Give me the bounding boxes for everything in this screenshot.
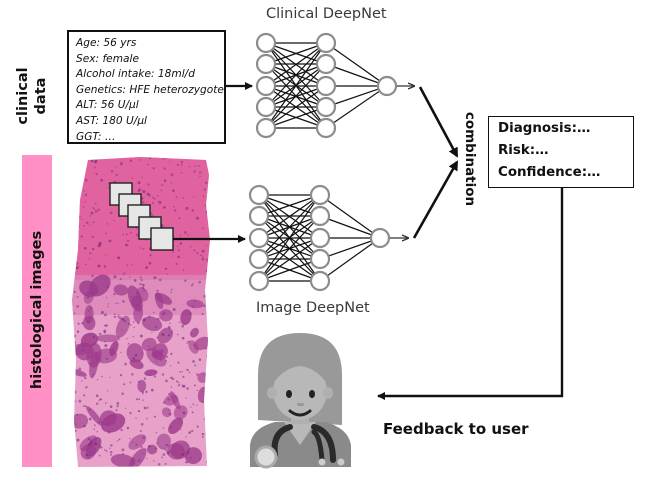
network-edge: [265, 63, 327, 129]
image-deepnet-title: Image DeepNet: [256, 300, 370, 316]
clinical-deepnet-title: Clinical DeepNet: [266, 6, 387, 22]
network-edge: [325, 85, 388, 108]
clinical-deepnet-diagram: [255, 32, 398, 139]
input-node: [255, 32, 277, 54]
histology-label: histological images: [29, 230, 45, 390]
network-edge: [265, 42, 327, 65]
hidden-node: [309, 205, 331, 227]
network-edge: [325, 85, 388, 129]
hidden-node: [315, 75, 337, 97]
histology-label-bar: [22, 155, 52, 467]
hidden-node: [309, 270, 331, 292]
network-edge: [319, 194, 381, 239]
hidden-node: [315, 32, 337, 54]
network-edge: [265, 42, 327, 129]
hidden-node: [315, 96, 337, 118]
clinical-label-line1: clinical: [15, 67, 31, 125]
network-edge: [319, 237, 381, 260]
clinical-data-box: Age: 56 yrs Sex: female Alcohol intake: …: [67, 30, 226, 144]
clinical-field-sex: Sex: female: [76, 52, 139, 65]
network-edge: [325, 42, 388, 87]
clinical-label-line2: data: [33, 77, 49, 115]
image-combination-arrow: [412, 160, 459, 239]
result-risk: Risk:…: [498, 143, 549, 158]
feedback-arrow: [377, 187, 564, 400]
image-deepnet-diagram: [248, 184, 391, 292]
input-node: [248, 184, 270, 206]
network-edge: [319, 237, 381, 282]
feedback-label: Feedback to user: [383, 420, 529, 438]
hidden-node: [309, 248, 331, 270]
clinical-field-alt: ALT: 56 U/µl: [76, 99, 139, 112]
input-node: [255, 53, 277, 75]
network-edge: [265, 42, 327, 108]
network-edge: [265, 106, 327, 129]
network-edge: [258, 194, 321, 239]
input-node: [248, 227, 270, 249]
hidden-node: [309, 184, 331, 206]
hidden-node: [309, 227, 331, 249]
hidden-node: [315, 117, 337, 139]
result-confidence: Confidence:…: [498, 165, 601, 180]
output-node: [369, 227, 391, 249]
network-edge: [265, 42, 327, 87]
clinical-field-genetics: Genetics: HFE heterozygote: [76, 83, 224, 96]
clinical-field-alcohol: Alcohol intake: 18ml/d: [76, 68, 195, 81]
combination-label: combination: [462, 111, 478, 207]
network-edge: [258, 237, 321, 282]
input-node: [248, 270, 270, 292]
network-edge: [258, 215, 321, 282]
clinical-field-ast: AST: 180 U/µl: [76, 114, 148, 127]
network-edge: [258, 194, 321, 217]
clinical-field-ggt: GGT: …: [76, 130, 116, 143]
clinical-data-label: clinical data: [14, 46, 50, 146]
doctor-with-stethoscope-icon: [250, 333, 351, 469]
output-node: [376, 75, 398, 97]
input-node: [248, 248, 270, 270]
result-box: Diagnosis:… Risk:… Confidence:…: [488, 116, 634, 188]
network-edge: [258, 194, 321, 282]
network-edge: [319, 215, 381, 239]
input-node: [255, 117, 277, 139]
result-diagnosis: Diagnosis:…: [498, 121, 591, 136]
input-node: [255, 96, 277, 118]
hidden-node: [315, 53, 337, 75]
image-tile: [150, 227, 174, 251]
image-tiles: [109, 182, 174, 251]
input-node: [255, 75, 277, 97]
network-edge: [258, 258, 321, 282]
clinical-field-age: Age: 56 yrs: [76, 37, 137, 49]
input-node: [248, 205, 270, 227]
network-edge: [265, 85, 327, 129]
clinical-combination-arrow: [418, 86, 459, 158]
network-edge: [258, 194, 321, 260]
network-edge: [325, 63, 388, 87]
